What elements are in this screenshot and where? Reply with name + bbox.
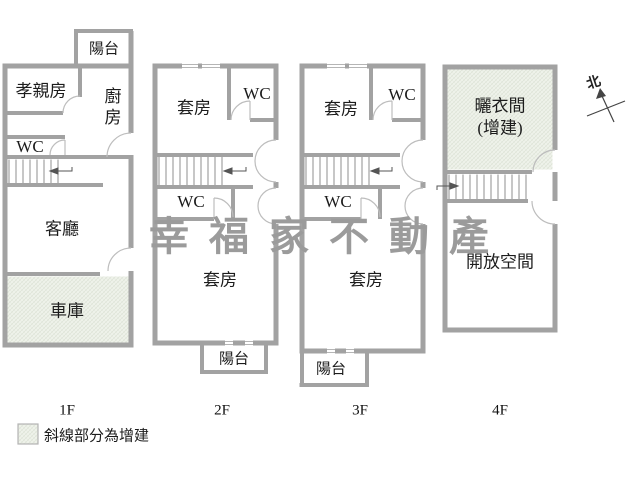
room-label-wc-1f: WC: [16, 137, 44, 156]
room-label-kitchen-1f: 廚房: [104, 86, 122, 127]
floor-3f-inner-walls: [299, 66, 425, 387]
legend-hatch-swatch: [17, 423, 39, 445]
floor-1f-inner-walls: [2, 29, 133, 276]
stairs-3f: [305, 157, 370, 185]
room-label-living-room-1f: 客廳: [45, 219, 79, 239]
stairs-direction-arrow-2f: [222, 167, 247, 175]
floor-name-4f: 4F: [492, 402, 508, 419]
floor-4f-door-arcs: [531, 149, 556, 225]
legend-note: 斜線部分為增建: [44, 428, 150, 445]
floor-2f-outer-walls: [152, 63, 279, 346]
room-label-wc-front-2f: WC: [243, 84, 271, 103]
room-label-suite-front-3f: 套房: [324, 99, 358, 119]
floor-name-1f: 1F: [59, 402, 75, 419]
room-label-suite-main-3f: 套房: [349, 270, 383, 290]
floor-3f-plan: [299, 63, 426, 387]
floor-2f-plan: [152, 63, 279, 374]
floor-2f-windows: [182, 63, 253, 346]
floor-1f-outer-walls: [2, 31, 134, 348]
room-label-balcony-3f: 陽台: [315, 361, 347, 378]
room-label-drying-room-4f: 曬衣間: [474, 96, 526, 116]
stairs-direction-arrow-3f: [369, 167, 393, 175]
stairs-direction-arrow-4f: [436, 182, 460, 190]
floor-name-2f: 2F: [214, 402, 230, 419]
room-label-wc-front-3f: WC: [388, 85, 416, 104]
north-label: 北: [584, 73, 602, 93]
room-label-open-space-4f: 開放空間: [466, 252, 534, 272]
room-label-balcony-2f: 陽台: [218, 351, 250, 368]
floor-4f-inner-walls: [442, 170, 532, 203]
floor-3f-door-arcs: [360, 100, 424, 225]
stairs-4f: [448, 174, 527, 199]
floor-2f-door-arcs: [213, 100, 277, 225]
drying-room-addition-hatch: [447, 69, 553, 170]
floor-4f-plan: [436, 64, 558, 333]
stairs-direction-arrow-1f: [48, 167, 73, 175]
stairs-2f: [158, 157, 223, 185]
room-label-wc-middle-2f: WC: [177, 192, 205, 211]
floor-3f-windows: [327, 63, 367, 354]
north-compass-icon: 北: [584, 73, 626, 123]
room-label-wc-middle-3f: WC: [324, 192, 352, 211]
floor-1f-plan: [2, 29, 134, 348]
floor-4f-outer-walls: [442, 64, 558, 333]
floor-name-3f: 3F: [352, 402, 368, 419]
room-label-balcony-1f: 陽台: [88, 41, 120, 58]
room-label-garage-1f: 車庫: [50, 301, 84, 321]
floor-1f-door-arcs: [49, 95, 132, 272]
room-label-suite-front-2f: 套房: [177, 98, 211, 118]
room-label-drying-room-note-4f: (增建): [477, 118, 523, 138]
room-label-parents-room-1f: 孝親房: [15, 81, 67, 101]
garage-addition-hatch: [7, 276, 129, 343]
watermark: 幸福家不動產: [149, 214, 509, 260]
room-label-suite-main-2f: 套房: [203, 270, 237, 290]
floor-2f-inner-walls: [152, 66, 278, 374]
